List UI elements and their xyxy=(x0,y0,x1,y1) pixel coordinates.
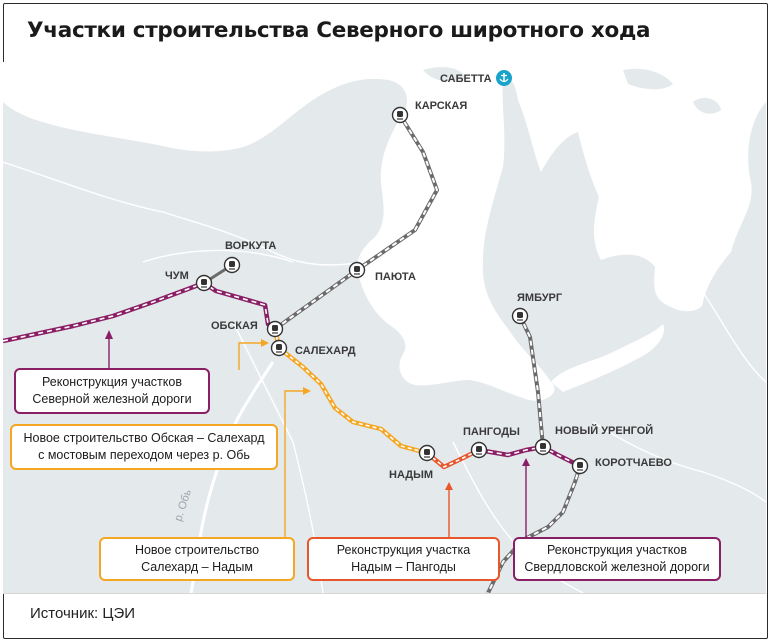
train-station-icon xyxy=(571,457,589,475)
city-label-novy-urengoy: НОВЫЙ УРЕНГОЙ xyxy=(555,424,653,437)
callout-sverdlovsk: Реконструкция участков Свердловской желе… xyxy=(513,537,721,581)
city-label-vorkuta: ВОРКУТА xyxy=(225,240,276,252)
taz-bay xyxy=(551,324,664,392)
city-label-chum: ЧУМ xyxy=(165,270,189,282)
city-label-sabetta: САБЕТТА xyxy=(440,73,492,85)
callout-nadym-pangody: Реконструкция участка Надым – Пангоды xyxy=(307,537,500,581)
callout-line: Салехард – Надым xyxy=(141,560,253,574)
callout-severnaya: Реконструкция участков Северной железной… xyxy=(14,368,210,414)
callout-line: Реконструкция участка xyxy=(336,543,471,557)
callout-line: Северной железной дороги xyxy=(32,392,192,406)
map-canvas: р. Обь xyxy=(3,62,766,593)
train-station-icon xyxy=(266,320,284,338)
island xyxy=(623,68,673,90)
callout-salekhard-nadym: Новое строительство Салехард – Надым xyxy=(99,537,295,581)
map-title: Участки строительства Северного широтног… xyxy=(27,18,651,43)
rail-new-nadym xyxy=(277,346,428,456)
callout-line: Реконструкция участков xyxy=(547,543,687,557)
train-station-icon xyxy=(534,438,552,456)
source-note: Источник: ЦЭИ xyxy=(30,605,136,622)
city-label-paiuta: ПАЮТА xyxy=(375,271,416,283)
callout-line: Надым – Пангоды xyxy=(351,560,456,574)
train-station-icon xyxy=(195,274,213,292)
train-station-icon xyxy=(391,106,409,124)
city-label-obskaya: ОБСКАЯ xyxy=(211,320,258,332)
train-station-icon xyxy=(470,441,488,459)
train-station-icon xyxy=(223,256,241,274)
rail-nadym-pangody xyxy=(425,447,481,470)
train-station-icon xyxy=(348,261,366,279)
city-label-korotchaevo: КОРОТЧАЕВО xyxy=(595,457,672,469)
rail-yamburg-urengoy xyxy=(518,315,545,448)
city-label-nadym: НАДЫМ xyxy=(389,469,433,481)
callout-obskaya: Новое строительство Обская – Салехард с … xyxy=(10,424,278,470)
footer-divider xyxy=(3,593,766,594)
rail-sverdlovsk xyxy=(478,444,582,469)
leader-lines xyxy=(105,330,530,538)
anchor-icon xyxy=(496,70,512,86)
rail-korotchaevo-south xyxy=(486,465,582,593)
city-label-pangody: ПАНГОДЫ xyxy=(463,426,520,438)
island xyxy=(693,97,721,114)
callout-line: Свердловской железной дороги xyxy=(524,560,710,574)
city-label-salekhard: САЛЕХАРД xyxy=(295,345,356,357)
city-label-yamburg: ЯМБУРГ xyxy=(517,292,563,304)
callout-line: Новое строительство Обская – Салехард xyxy=(23,431,265,445)
island xyxy=(423,67,465,82)
city-label-karskaya: КАРСКАЯ xyxy=(415,100,467,112)
callout-line: Новое строительство xyxy=(134,543,260,557)
sea-area xyxy=(3,62,766,401)
rail-obskaya-karskaya xyxy=(273,113,439,331)
train-station-icon xyxy=(270,339,288,357)
callout-line: Реконструкция участков xyxy=(42,375,182,389)
train-station-icon xyxy=(511,307,529,325)
train-station-icon xyxy=(418,444,436,462)
callout-line: с мостовым переходом через р. Обь xyxy=(38,448,250,462)
